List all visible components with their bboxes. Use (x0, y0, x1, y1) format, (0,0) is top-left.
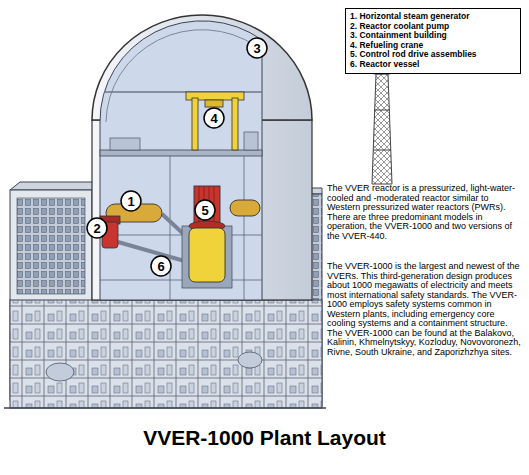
steam-generator (230, 200, 260, 216)
storage-tank (46, 363, 74, 381)
callout-circle: 5 (194, 199, 216, 221)
callout-circle: 1 (120, 190, 142, 212)
control-rod-drives (194, 186, 220, 224)
callout-number: 4 (210, 112, 217, 125)
callout-number: 5 (201, 204, 208, 217)
key-entry: 4. Refueling crane (350, 41, 516, 51)
callout-ring (195, 200, 215, 220)
building-roof (10, 182, 100, 190)
callout-ring (87, 218, 107, 238)
diagram-title: VVER-1000 Plant Layout (0, 426, 529, 450)
note-text: The VVER-1000 is the largest and newest … (327, 262, 523, 357)
callout-number: 2 (93, 222, 100, 235)
storage-tank (238, 352, 262, 368)
crane-leg (232, 98, 238, 150)
stack-platform (374, 110, 390, 111)
note-text: The VVER reactor is a pressurized, light… (327, 184, 523, 241)
floor-line (100, 280, 262, 281)
wall-line (244, 156, 245, 300)
key-entry: 2. Reactor coolant pump (350, 22, 516, 32)
ventilation-stack (372, 74, 392, 184)
callout-number: 3 (253, 42, 260, 55)
floor-equipment (244, 132, 258, 150)
callout-ring (121, 191, 141, 211)
callout-circle: 6 (150, 255, 172, 277)
floor-equipment (110, 138, 140, 150)
key-entry: 5. Control rod drive assemblies (350, 50, 516, 60)
containment-interior (100, 21, 262, 300)
callout-ring (151, 256, 171, 276)
callout-number: 6 (157, 260, 164, 273)
callout-ring (247, 38, 267, 58)
ground-line (4, 407, 326, 409)
callout-circle: 2 (86, 217, 108, 239)
crane-trolley (205, 100, 223, 107)
reactor-shaft (182, 226, 232, 288)
callout-ring (204, 108, 224, 128)
operating-floor (100, 150, 262, 156)
key-entry: 3. Containment building (350, 31, 516, 41)
crane-leg (192, 98, 198, 150)
stack-platform (373, 150, 391, 151)
callout-circle: 4 (203, 107, 225, 129)
key-entry: 6. Reactor vessel (350, 60, 516, 70)
key-box: 1. Horizontal steam generator2. Reactor … (345, 8, 521, 74)
building-facade (17, 198, 85, 294)
floor-line (100, 235, 262, 236)
callout-circle: 3 (246, 37, 268, 59)
key-entry: 1. Horizontal steam generator (350, 12, 516, 22)
callout-number: 1 (127, 195, 134, 208)
auxiliary-building (10, 300, 322, 408)
wall-line (170, 156, 171, 300)
reactor-vessel (189, 228, 225, 282)
